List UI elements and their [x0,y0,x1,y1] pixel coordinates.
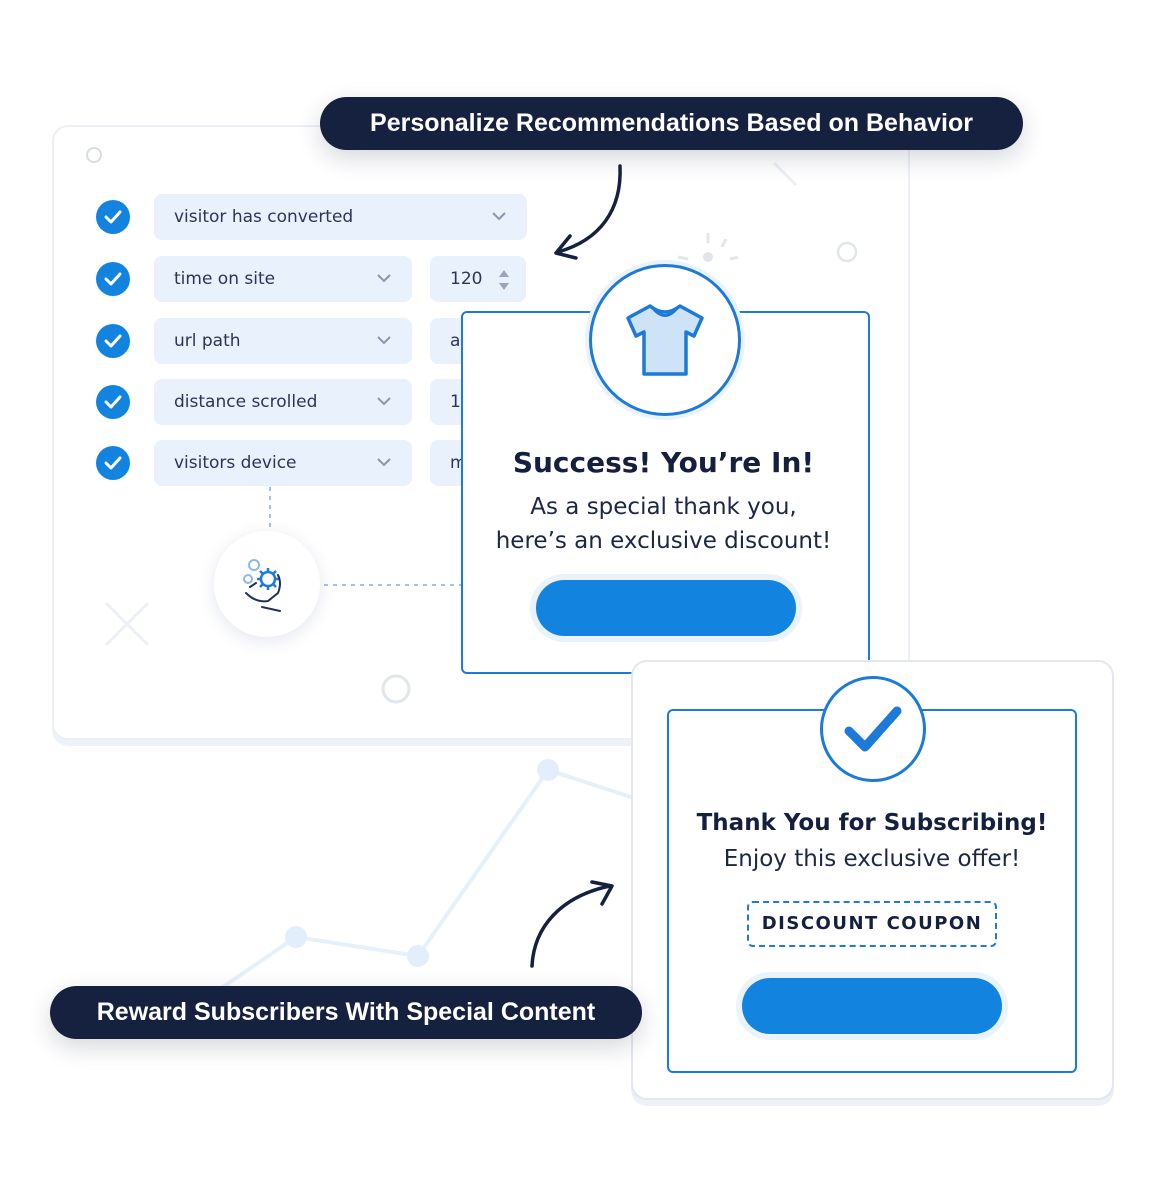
chevron-down-icon [377,397,391,406]
check-badge [820,676,926,782]
tshirt-icon [626,304,704,376]
check-circle-icon[interactable] [96,324,130,358]
gear-hand-icon [243,559,281,612]
claim-offer-button[interactable] [742,978,1002,1034]
headline-bottom-text: Reward Subscribers With Special Content [96,998,596,1026]
subscribe-title: Thank You for Subscribing! [696,810,1048,836]
condition-label: url path [174,331,241,351]
ring-decoration [381,674,411,704]
chevron-down-icon [377,336,391,345]
check-circle-icon[interactable] [96,385,130,419]
checkmark-icon [844,706,902,752]
claim-button-frame [530,574,802,642]
curved-arrow-icon [554,164,622,260]
panel-circle-decoration [86,147,102,163]
discount-coupon[interactable]: DISCOUNT COUPON [747,901,997,947]
rule-row: time on site 120 [54,256,534,302]
condition-label: visitor has converted [174,207,354,227]
value-stepper[interactable]: 120 [430,256,526,302]
value-text: 120 [450,269,483,289]
shirt-badge-inner [589,264,741,416]
condition-label: visitors device [174,453,297,473]
headline-pill-bottom: Reward Subscribers With Special Content [50,986,642,1039]
ring-decoration-small [836,241,858,263]
cross-decoration [104,601,150,647]
success-title: Success! You’re In! [512,446,815,479]
offer-button-frame [736,972,1008,1040]
condition-select[interactable]: visitor has converted [154,194,527,240]
claim-discount-button[interactable] [536,580,796,636]
headline-top-text: Personalize Recommendations Based on Beh… [370,109,973,137]
condition-select[interactable]: url path [154,318,412,364]
condition-select[interactable]: visitors device [154,440,412,486]
connector-lines [269,487,462,586]
check-circle-icon[interactable] [96,200,130,234]
rule-row: visitor has converted [54,194,534,240]
stepper-arrows-icon[interactable] [498,269,510,291]
condition-label: distance scrolled [174,392,318,412]
curved-arrow-icon [530,880,614,968]
headline-pill-top: Personalize Recommendations Based on Beh… [320,97,1023,150]
success-line-2: here’s an exclusive discount! [495,528,832,554]
success-line-1: As a special thank you, [530,494,797,520]
chevron-down-icon [377,274,391,283]
chevron-down-icon [492,212,506,221]
slash-decoration [772,161,798,187]
chevron-down-icon [377,458,391,467]
subscribe-subtitle: Enjoy this exclusive offer! [723,846,1021,872]
check-circle-icon[interactable] [96,446,130,480]
condition-select[interactable]: distance scrolled [154,379,412,425]
check-circle-icon[interactable] [96,262,130,296]
sparkle-decoration [677,233,739,262]
condition-select[interactable]: time on site [154,256,412,302]
success-subtitle: As a special thank you, here’s an exclus… [461,490,866,558]
condition-label: time on site [174,269,276,289]
shirt-badge [585,260,745,420]
automation-gear-hand [214,531,320,637]
